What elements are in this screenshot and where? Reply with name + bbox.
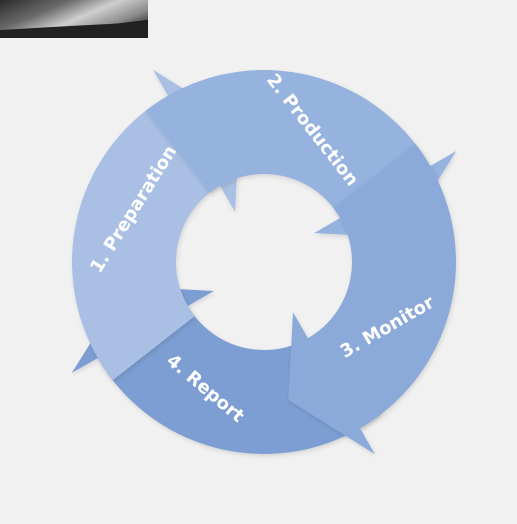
cycle-arrow-step-3 bbox=[288, 143, 456, 455]
corner-photo-icon bbox=[0, 0, 148, 38]
